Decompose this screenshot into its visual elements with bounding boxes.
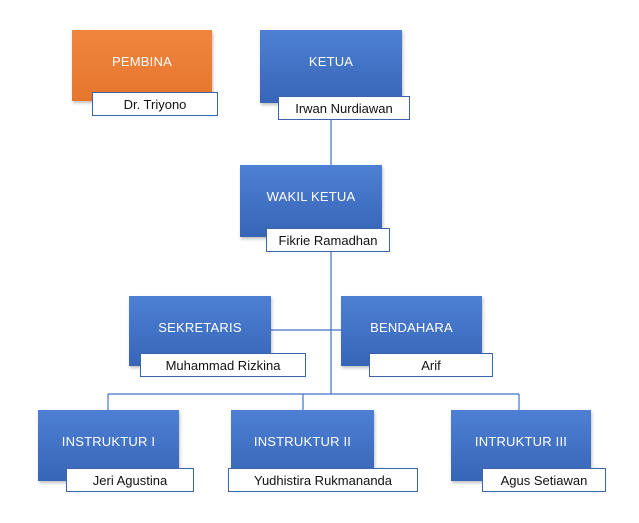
instruktur-2-name: Yudhistira Rukmananda xyxy=(253,472,393,488)
pembina-box: PEMBINA xyxy=(72,30,212,101)
ketua-box: KETUA xyxy=(260,30,402,103)
bendahara-name-box: Arif xyxy=(369,353,493,377)
instruktur-2-name-box: Yudhistira Rukmananda xyxy=(228,468,418,492)
instruktur-3-role-label: INTRUKTUR III xyxy=(474,434,568,449)
sekretaris-role-label: SEKRETARIS xyxy=(158,320,242,335)
wakil-ketua-role-label: WAKIL KETUA xyxy=(266,189,356,204)
bendahara-name: Arif xyxy=(421,357,441,373)
instruktur-1-role-label: INSTRUKTUR I xyxy=(61,434,156,449)
ketua-name: Irwan Nurdiawan xyxy=(295,100,393,116)
instruktur-1-name-box: Jeri Agustina xyxy=(66,468,194,492)
wakil-ketua-name: Fikrie Ramadhan xyxy=(278,232,378,248)
wakil-ketua-box: WAKIL KETUA xyxy=(240,165,382,237)
sekretaris-name-box: Muhammad Rizkina xyxy=(140,353,306,377)
wakil-ketua-name-box: Fikrie Ramadhan xyxy=(266,228,390,252)
sekretaris-name: Muhammad Rizkina xyxy=(165,357,281,373)
pembina-name-box: Dr. Triyono xyxy=(92,92,218,116)
pembina-role-label: PEMBINA xyxy=(112,54,172,69)
ketua-name-box: Irwan Nurdiawan xyxy=(278,96,410,120)
ketua-role-label: KETUA xyxy=(308,54,354,69)
instruktur-1-name: Jeri Agustina xyxy=(92,472,168,488)
instruktur-3-name: Agus Setiawan xyxy=(500,472,588,488)
bendahara-role-label: BENDAHARA xyxy=(370,320,453,335)
instruktur-2-role-label: INSTRUKTUR II xyxy=(253,434,352,449)
pembina-name: Dr. Triyono xyxy=(123,96,187,112)
instruktur-3-name-box: Agus Setiawan xyxy=(482,468,606,492)
